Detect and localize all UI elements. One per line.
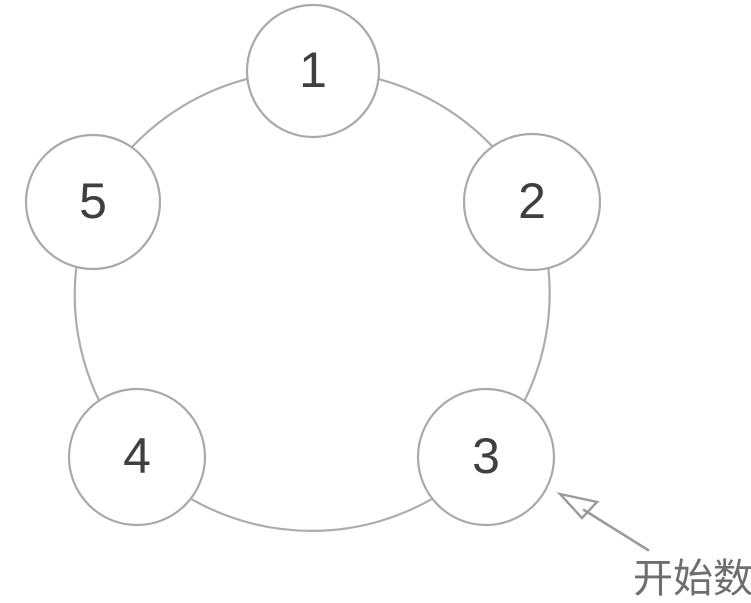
node-1-label: 1 [299, 42, 327, 98]
node-4[interactable]: 4 [67, 387, 207, 527]
node-4-circle[interactable] [67, 387, 207, 527]
start-annotation [556, 492, 650, 552]
node-2[interactable]: 2 [462, 132, 602, 272]
node-5[interactable]: 5 [24, 133, 162, 271]
annotation-label: 开始数 [633, 556, 751, 602]
node-4-label: 4 [123, 428, 151, 484]
node-2-circle[interactable] [462, 132, 602, 272]
node-2-label: 2 [518, 173, 546, 229]
annotation-arrow-head-icon [556, 492, 600, 520]
node-1[interactable]: 1 [245, 3, 381, 139]
node-5-label: 5 [79, 173, 107, 229]
node-1-circle[interactable] [245, 3, 381, 139]
node-group: 1 2 3 4 5 [24, 3, 602, 527]
node-5-circle[interactable] [24, 133, 162, 271]
annotation-arrow-shaft [582, 508, 650, 552]
node-3-circle[interactable] [416, 387, 556, 527]
node-3-label: 3 [472, 428, 500, 484]
node-3[interactable]: 3 [416, 387, 556, 527]
